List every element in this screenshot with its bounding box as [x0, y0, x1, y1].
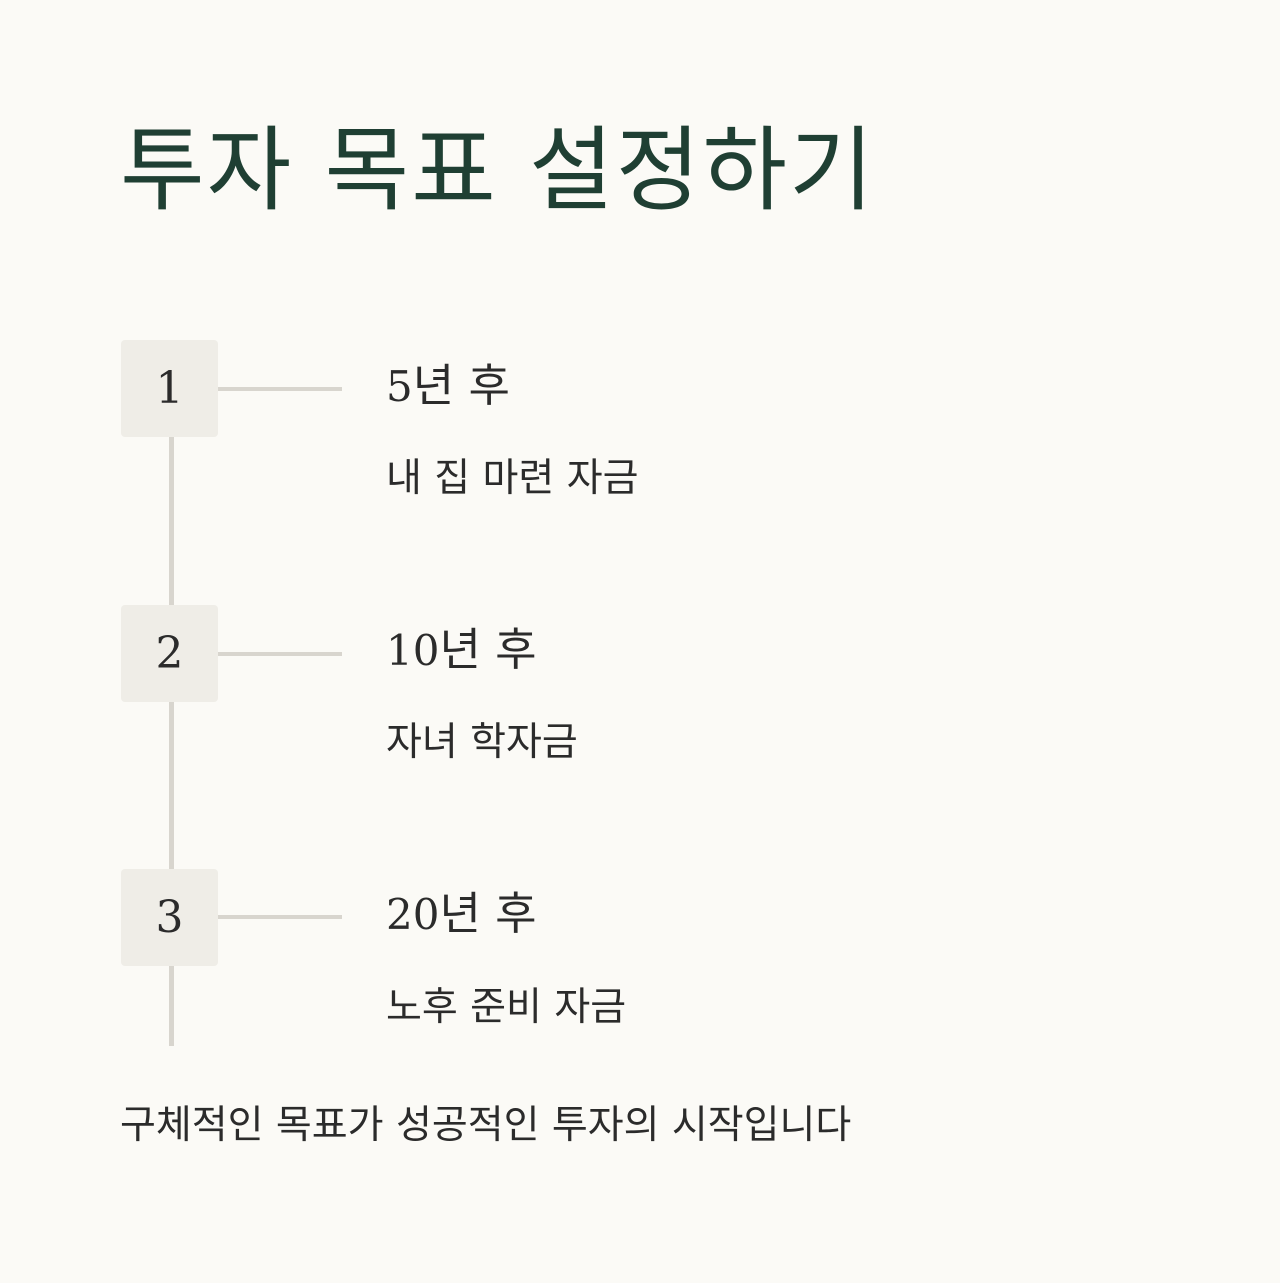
- step-number-2: 2: [155, 627, 184, 679]
- step-number-3: 3: [155, 891, 184, 943]
- step-period-number-2: 10: [386, 626, 440, 675]
- step-period-number-3: 20: [386, 890, 440, 939]
- step-period-2: 10년 후: [386, 625, 537, 675]
- step-period-suffix-1: 년 후: [412, 359, 510, 412]
- step-connector-2: [218, 652, 342, 656]
- step-description-1: 내 집 마련 자금: [386, 456, 639, 501]
- page-title: 투자 목표 설정하기: [120, 117, 876, 224]
- step-connector-1: [218, 387, 342, 391]
- step-period-suffix-3: 년 후: [439, 887, 537, 940]
- step-description-3: 노후 준비 자금: [386, 985, 627, 1030]
- step-period-3: 20년 후: [386, 889, 537, 939]
- step-period-number-1: 5: [386, 362, 413, 411]
- step-number-box-3: 3: [121, 869, 218, 966]
- step-number-box-1: 1: [121, 340, 218, 437]
- step-period-suffix-2: 년 후: [439, 623, 537, 676]
- step-number-box-2: 2: [121, 605, 218, 702]
- footer-message: 구체적인 목표가 성공적인 투자의 시작입니다: [120, 1103, 852, 1148]
- step-connector-3: [218, 915, 342, 919]
- timeline-line: [169, 436, 174, 1046]
- step-description-2: 자녀 학자금: [386, 720, 578, 765]
- step-period-1: 5년 후: [386, 361, 510, 411]
- step-number-1: 1: [155, 362, 184, 414]
